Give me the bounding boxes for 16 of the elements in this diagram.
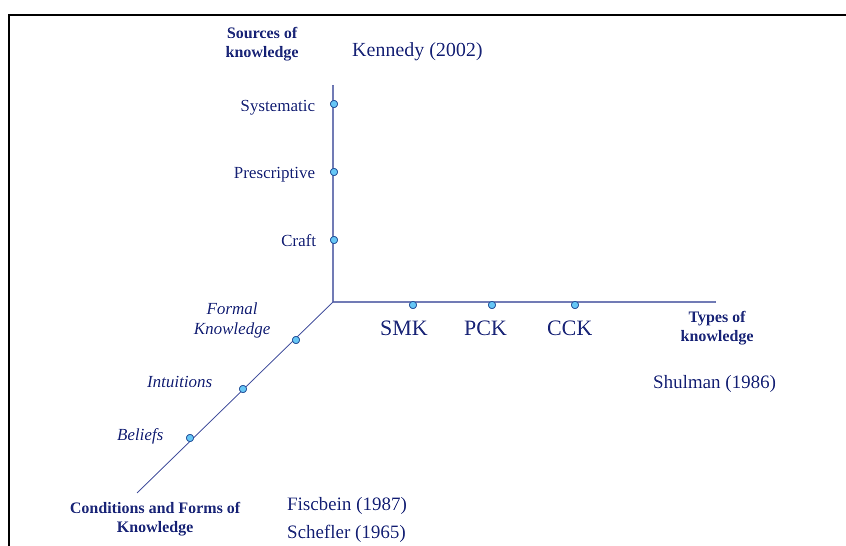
axis-tick-label: Intuitions	[147, 372, 212, 392]
axis-tick-label: PCK	[464, 315, 507, 342]
axis-tick-label: CCK	[547, 315, 592, 342]
axis-tick-label: Beliefs	[117, 425, 164, 446]
citation: Kennedy (2002)	[352, 38, 483, 62]
citation: Shulman (1986)	[653, 372, 776, 395]
axis-tick-label: Prescriptive	[232, 163, 315, 184]
citation: Fiscbein (1987)	[287, 494, 407, 517]
axis-tick-label: Formal Knowledge	[192, 299, 272, 340]
axis-title: Types of knowledge	[680, 308, 754, 346]
citation: Schefler (1965)	[287, 522, 406, 545]
axis-title: Sources of knowledge	[224, 24, 300, 62]
axis-tick-label: Systematic	[239, 96, 315, 116]
axis-tick-label: Craft	[280, 231, 316, 252]
axis-tick-label: SMK	[380, 315, 428, 342]
axis-title: Conditions and Forms of Knowledge	[68, 499, 242, 538]
